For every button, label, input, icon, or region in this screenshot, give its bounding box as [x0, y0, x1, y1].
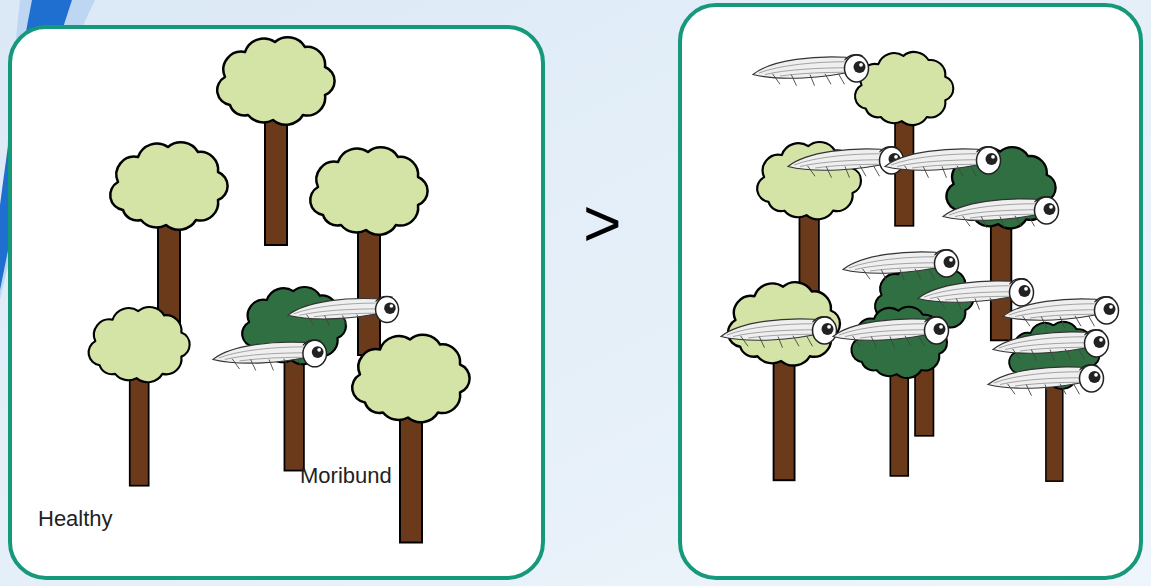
healthy-tree: [110, 142, 227, 350]
healthy-tree: [855, 52, 953, 226]
healthy-tree: [757, 142, 861, 326]
panel-fill: [10, 27, 543, 578]
healthy-tree: [89, 307, 190, 486]
panel-border: [680, 5, 1141, 578]
healthy-tree: [352, 335, 469, 543]
moribund-tree: [1009, 322, 1099, 481]
panel-box: MoribundHealthy: [8, 25, 545, 580]
leafhopper: [288, 296, 399, 326]
leafhopper: [885, 147, 1001, 178]
comparison-sign: >: [583, 190, 622, 256]
healthy-tree: [728, 282, 840, 480]
leafhopper: [213, 340, 327, 371]
leafhopper: [993, 330, 1109, 361]
leafhopper: [918, 279, 1034, 310]
leafhopper: [1003, 297, 1119, 328]
leafhopper: [943, 197, 1059, 228]
moribund-tree: [875, 262, 973, 436]
healthy-tree: [217, 37, 334, 245]
moribund-tree: [851, 307, 947, 476]
leafhopper: [721, 317, 837, 348]
moribund-tree: [946, 147, 1055, 340]
tree-label: Moribund: [300, 465, 392, 487]
leafhopper: [988, 365, 1104, 396]
tree-label: Healthy: [38, 508, 113, 530]
leafhopper: [788, 147, 904, 178]
leafhopper: [833, 317, 949, 348]
leafhopper: [843, 250, 959, 281]
healthy-tree: [310, 147, 427, 355]
leafhopper: [753, 55, 869, 86]
moribund-tree: [242, 287, 346, 471]
